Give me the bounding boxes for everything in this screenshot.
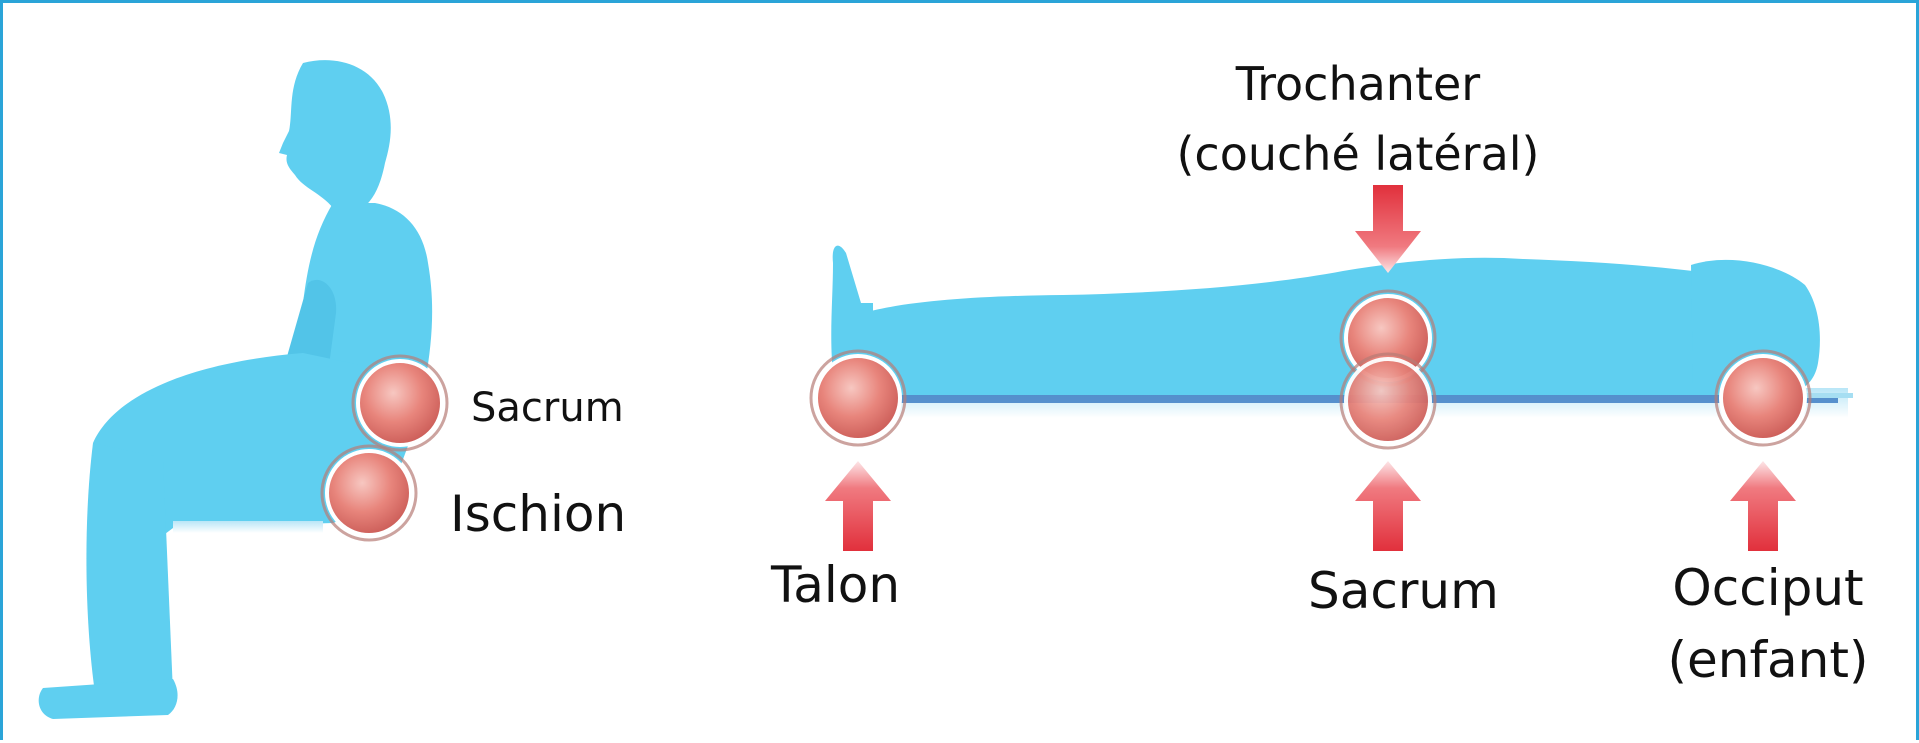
pressure-arrow-icon <box>1355 461 1421 551</box>
pressure-point-icon <box>1341 354 1435 448</box>
pressure-point-icon <box>353 356 447 450</box>
ischion-label: Ischion <box>450 485 626 544</box>
lying-sacrum-label: Sacrum <box>1308 562 1499 621</box>
occiput-label: Occiput <box>1663 559 1873 618</box>
bed-line <box>848 395 1838 403</box>
pressure-point-icon <box>322 446 416 540</box>
lying-person-silhouette-icon <box>831 246 1853 398</box>
seat-surface <box>173 521 323 533</box>
occiput-child-label: (enfant) <box>1663 631 1873 690</box>
pressure-arrow-icon <box>1730 461 1796 551</box>
pressure-arrow-icon <box>1355 185 1421 273</box>
pressure-point-icon <box>811 351 905 445</box>
sitting-sacrum-label: Sacrum <box>471 385 624 432</box>
trochanter-position-label: (couché latéral) <box>1158 127 1558 181</box>
pressure-arrow-icon <box>825 461 891 551</box>
trochanter-label: Trochanter <box>1158 57 1558 111</box>
talon-label: Talon <box>771 556 900 615</box>
pressure-points-illustration <box>3 3 1919 743</box>
pressure-point-icon <box>1716 351 1810 445</box>
